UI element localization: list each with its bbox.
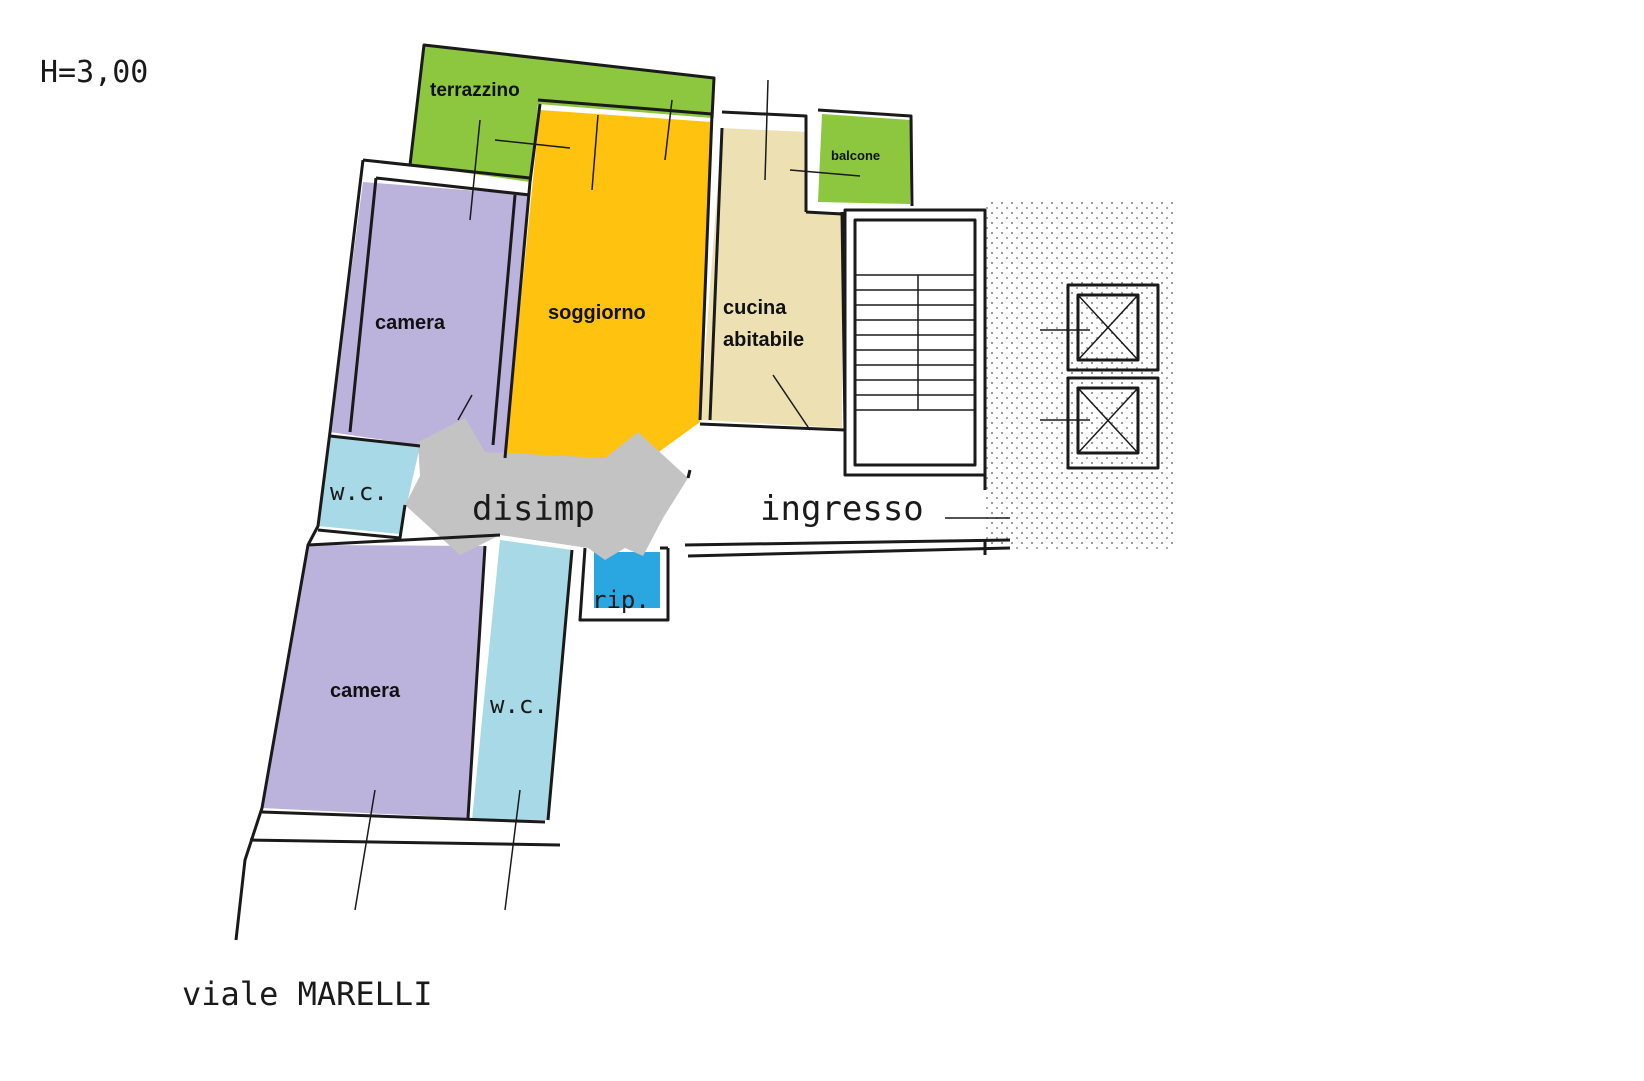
cucina-label-line1: cucina xyxy=(723,297,787,319)
terrazzino-label: terrazzino xyxy=(430,80,520,101)
wc-bottom-label: w.c. xyxy=(490,691,548,719)
balcone-label: balcone xyxy=(831,148,880,163)
cucina-area xyxy=(700,128,842,428)
elevator-shafts xyxy=(1040,283,1160,470)
camera-top-area xyxy=(330,182,530,458)
street-label: viale MARELLI xyxy=(182,975,432,1013)
disimp-label: disimp xyxy=(472,489,595,529)
window-marks xyxy=(354,79,1010,911)
wc-left-label: w.c. xyxy=(330,478,388,506)
camera-top-label: camera xyxy=(375,312,446,334)
wc-bottom-area xyxy=(472,540,572,820)
soggiorno-area xyxy=(505,110,712,462)
balcone-area xyxy=(818,114,911,204)
walls xyxy=(234,43,1011,941)
rip-label: rip. xyxy=(592,586,650,614)
terrazzino-area xyxy=(410,45,714,182)
soggiorno-label: soggiorno xyxy=(548,302,646,324)
staircase xyxy=(855,274,975,411)
height-note: H=3,00 xyxy=(40,55,148,90)
wc-left-area xyxy=(318,436,420,534)
camera-bottom-label: camera xyxy=(330,680,401,702)
disimpegno-area xyxy=(405,418,688,560)
camera-bottom-area xyxy=(262,545,485,818)
landing-hatch xyxy=(985,200,1175,550)
cucina-label-line2: abitabile xyxy=(723,329,804,351)
ripostiglio-area xyxy=(594,552,660,608)
ingresso-label: ingresso xyxy=(760,489,924,529)
